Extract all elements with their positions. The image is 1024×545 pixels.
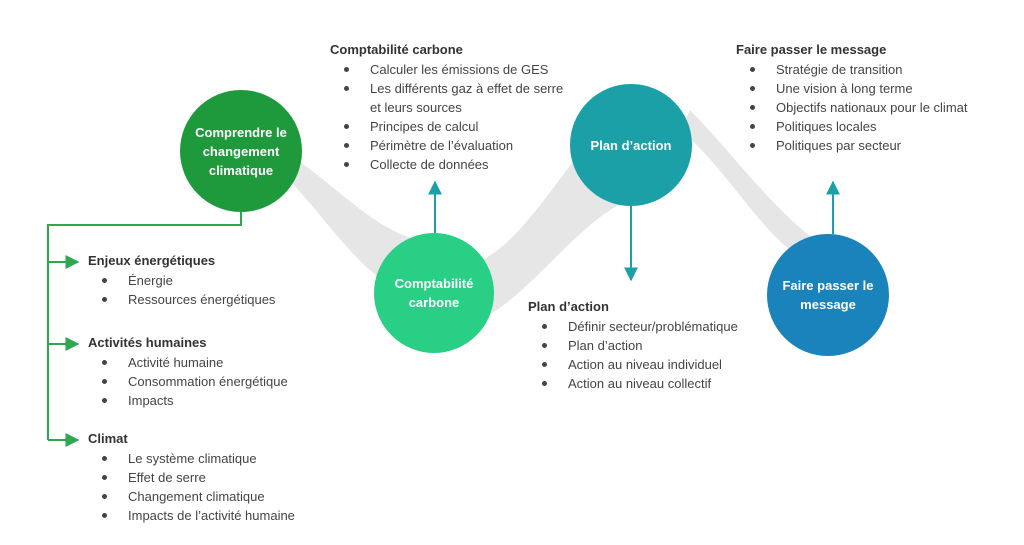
step-comptabilite-circle: Comptabilité carbone: [374, 233, 494, 353]
list-item: Énergie: [88, 271, 275, 290]
list-item: Collecte de données: [330, 155, 570, 174]
step-message-circle: Faire passer le message: [767, 234, 889, 356]
step-comptabilite-label: Comptabilité carbone: [394, 276, 474, 310]
enjeux-section: Enjeux énergétiques Énergie Ressources é…: [88, 251, 275, 309]
list-item: Impacts: [88, 391, 288, 410]
comptabilite-title: Comptabilité carbone: [330, 42, 463, 57]
step-plan-circle: Plan d’action: [570, 84, 692, 206]
list-item: Principes de calcul: [330, 117, 570, 136]
message-section: Faire passer le message Stratégie de tra…: [736, 40, 967, 155]
activites-section: Activités humaines Activité humaine Cons…: [88, 333, 288, 410]
climat-section: Climat Le système climatique Effet de se…: [88, 429, 295, 525]
list-item: Action au niveau individuel: [528, 355, 738, 374]
list-item: Action au niveau collectif: [528, 374, 738, 393]
message-title: Faire passer le message: [736, 42, 887, 57]
step-message-label: Faire passer le message: [782, 278, 874, 312]
step-comprendre-circle: Comprendre le changement climatique: [180, 90, 302, 212]
list-item: Stratégie de transition: [736, 60, 967, 79]
list-item: Calculer les émissions de GES: [330, 60, 570, 79]
step-plan-label: Plan d’action: [590, 137, 672, 153]
list-item: Définir secteur/problématique: [528, 317, 738, 336]
list-item: Effet de serre: [88, 468, 295, 487]
list-item: Activité humaine: [88, 353, 288, 372]
comptabilite-section: Comptabilité carbone Calculer les émissi…: [330, 40, 570, 174]
list-item: Ressources énergétiques: [88, 290, 275, 309]
activites-title: Activités humaines: [88, 335, 207, 350]
plan-title: Plan d’action: [528, 299, 609, 314]
list-item: Le système climatique: [88, 449, 295, 468]
list-item: Changement climatique: [88, 487, 295, 506]
climat-title: Climat: [88, 431, 128, 446]
list-item: Politiques par secteur: [736, 136, 967, 155]
list-item: Consommation énergétique: [88, 372, 288, 391]
list-item: Politiques locales: [736, 117, 967, 136]
plan-section: Plan d’action Définir secteur/problémati…: [528, 297, 738, 393]
bracket-comprendre: [47, 212, 242, 447]
list-item: Plan d’action: [528, 336, 738, 355]
list-item: Objectifs nationaux pour le climat: [736, 98, 967, 117]
step-comprendre-label: Comprendre le changement climatique: [195, 124, 287, 178]
list-item: Périmètre de l’évaluation: [330, 136, 570, 155]
list-item: Une vision à long terme: [736, 79, 967, 98]
list-item: Les différents gaz à effet de serre et l…: [330, 79, 570, 117]
list-item: Impacts de l’activité humaine: [88, 506, 295, 525]
enjeux-title: Enjeux énergétiques: [88, 253, 216, 268]
